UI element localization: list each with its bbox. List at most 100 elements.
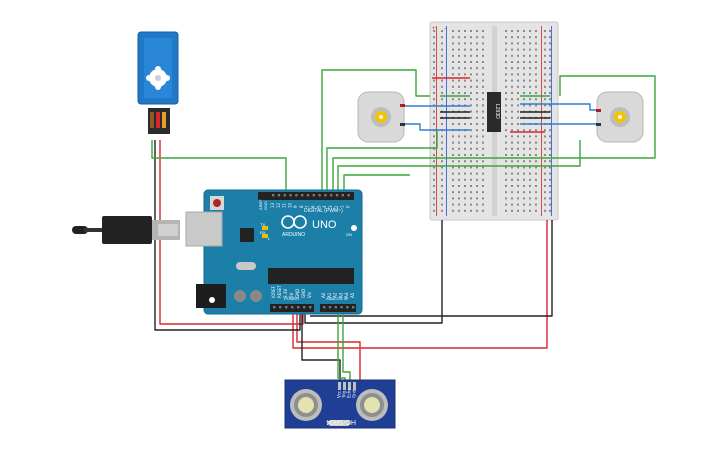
breadboard-hole xyxy=(464,209,466,212)
breadboard-hole xyxy=(458,135,460,138)
breadboard-hole xyxy=(523,36,525,39)
breadboard-hole xyxy=(529,61,531,63)
breadboard-hole xyxy=(511,42,513,45)
breadboard-hole xyxy=(433,42,435,45)
breadboard-hole xyxy=(470,54,472,57)
breadboard-hole xyxy=(511,54,513,57)
breadboard-hole xyxy=(529,42,531,45)
digital-pin-label: 13 xyxy=(270,202,275,208)
breadboard-hole xyxy=(452,135,454,138)
breadboard-hole xyxy=(535,61,537,63)
breadboard-hole xyxy=(441,166,443,169)
breadboard-hole xyxy=(470,147,472,150)
breadboard-hole xyxy=(482,36,484,39)
breadboard-hole xyxy=(523,54,525,57)
breadboard-hole xyxy=(517,123,519,125)
breadboard-hole xyxy=(441,123,443,125)
breadboard-hole xyxy=(441,191,443,194)
breadboard-hole xyxy=(523,160,525,163)
breadboard-hole xyxy=(433,48,435,51)
breadboard-hole xyxy=(517,178,519,181)
wire-green xyxy=(326,130,438,195)
breadboard-hole xyxy=(544,67,546,70)
breadboard-hole xyxy=(464,61,466,63)
breadboard-hole xyxy=(476,154,478,156)
breadboard-hole xyxy=(505,141,507,144)
breadboard-hole xyxy=(433,85,435,88)
analog-label: ANALOG IN xyxy=(326,296,348,301)
breadboard-hole xyxy=(535,67,537,70)
breadboard-hole xyxy=(549,141,551,144)
breadboard-hole xyxy=(544,129,546,132)
breadboard-hole xyxy=(452,141,454,144)
breadboard-hole xyxy=(476,30,478,32)
breadboard-hole xyxy=(458,197,460,200)
breadboard-hole xyxy=(529,197,531,200)
breadboard-hole xyxy=(535,42,537,45)
analog-pin-label: A4 xyxy=(344,292,349,298)
breadboard-hole xyxy=(470,135,472,138)
breadboard-hole xyxy=(441,154,443,156)
breadboard-hole xyxy=(482,42,484,45)
breadboard-hole xyxy=(535,79,537,82)
breadboard-hole xyxy=(517,191,519,194)
breadboard-hole xyxy=(505,92,507,94)
breadboard-hole xyxy=(535,36,537,39)
breadboard-hole xyxy=(470,42,472,45)
breadboard-hole xyxy=(458,61,460,63)
sensor-pin xyxy=(338,382,341,390)
digital-pin xyxy=(301,194,304,197)
breadboard-hole xyxy=(452,197,454,200)
digital-pin-label: 10 xyxy=(287,202,292,208)
breadboard-hole xyxy=(529,104,531,107)
breadboard-hole xyxy=(482,166,484,169)
rx-label: RX xyxy=(260,230,266,235)
breadboard-hole xyxy=(441,147,443,150)
breadboard-hole xyxy=(517,104,519,107)
breadboard-hole xyxy=(482,209,484,212)
breadboard-hole xyxy=(544,36,546,39)
breadboard-hole xyxy=(464,147,466,150)
breadboard-hole xyxy=(464,73,466,76)
arduino-model: UNO xyxy=(312,219,337,231)
breadboard-hole xyxy=(476,197,478,200)
power-pin xyxy=(291,306,294,309)
breadboard-hole xyxy=(505,104,507,107)
breadboard-hole xyxy=(482,98,484,101)
breadboard-hole xyxy=(458,160,460,163)
breadboard-hole xyxy=(458,166,460,169)
breadboard-hole xyxy=(441,141,443,144)
breadboard-hole xyxy=(505,85,507,88)
breadboard-hole xyxy=(511,116,513,119)
breadboard-hole xyxy=(433,36,435,39)
breadboard-hole xyxy=(505,42,507,45)
breadboard-hole xyxy=(549,79,551,82)
breadboard-hole xyxy=(505,48,507,51)
breadboard-hole xyxy=(482,92,484,94)
breadboard-hole xyxy=(476,116,478,119)
power-pin xyxy=(297,306,300,309)
breadboard-hole xyxy=(458,30,460,32)
breadboard-hole xyxy=(433,54,435,57)
breadboard-hole xyxy=(433,110,435,113)
breadboard-hole xyxy=(511,129,513,132)
breadboard-hole xyxy=(535,160,537,163)
breadboard-hole xyxy=(452,178,454,181)
breadboard-hole xyxy=(505,185,507,187)
breadboard-hole xyxy=(433,141,435,144)
breadboard-hole xyxy=(523,154,525,156)
breadboard-hole xyxy=(470,61,472,63)
breadboard-hole xyxy=(544,73,546,76)
breadboard-hole xyxy=(544,61,546,63)
arduino-logo xyxy=(281,215,307,229)
breadboard-hole xyxy=(441,197,443,200)
breadboard-hole xyxy=(433,166,435,169)
breadboard-hole xyxy=(535,135,537,138)
breadboard-hole xyxy=(549,154,551,156)
wire-red xyxy=(296,305,361,388)
breadboard-hole xyxy=(458,67,460,70)
breadboard-hole xyxy=(441,178,443,181)
breadboard-hole xyxy=(549,98,551,101)
